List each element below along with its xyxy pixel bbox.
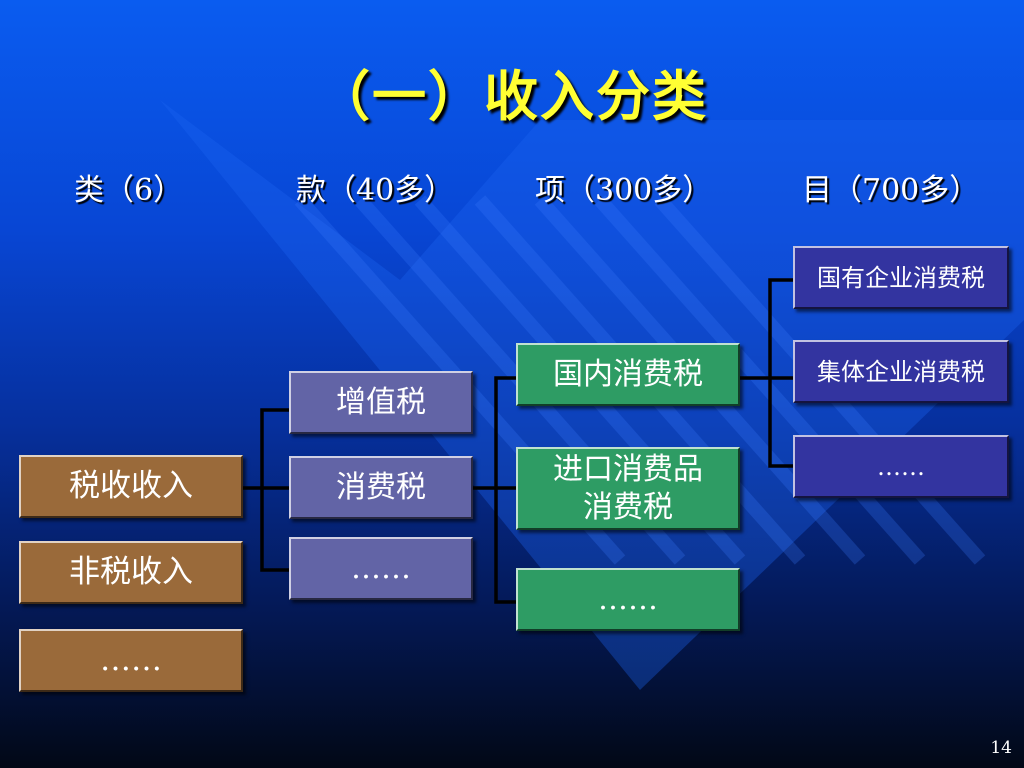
level-label-mu: 目（700多） — [802, 173, 980, 208]
page-number: 14 — [990, 738, 1012, 758]
kuan-box-vat: 增值税 — [289, 371, 473, 434]
slide-title: （一）收入分类 — [316, 64, 708, 128]
mu-box-ellipsis: …… — [793, 435, 1009, 498]
mu-box-state-owned-consumption-tax: 国有企业消费税 — [793, 246, 1009, 309]
mu-box-collective-consumption-tax: 集体企业消费税 — [793, 340, 1009, 403]
xiang-box-ellipsis: …… — [516, 568, 740, 631]
lei-box-ellipsis: …… — [19, 629, 243, 692]
kuan-box-consumption-tax: 消费税 — [289, 456, 473, 519]
level-label-kuan: 款（40多） — [296, 173, 455, 208]
xiang-box-import-consumption-tax: 进口消费品 消费税 — [516, 447, 740, 530]
lei-box-non-tax-revenue: 非税收入 — [19, 541, 243, 604]
level-label-xiang: 项（300多） — [535, 173, 713, 208]
lei-box-tax-revenue: 税收收入 — [19, 455, 243, 518]
kuan-box-ellipsis: …… — [289, 537, 473, 600]
xiang-box-domestic-consumption-tax: 国内消费税 — [516, 343, 740, 406]
level-label-lei: 类（6） — [74, 173, 184, 208]
